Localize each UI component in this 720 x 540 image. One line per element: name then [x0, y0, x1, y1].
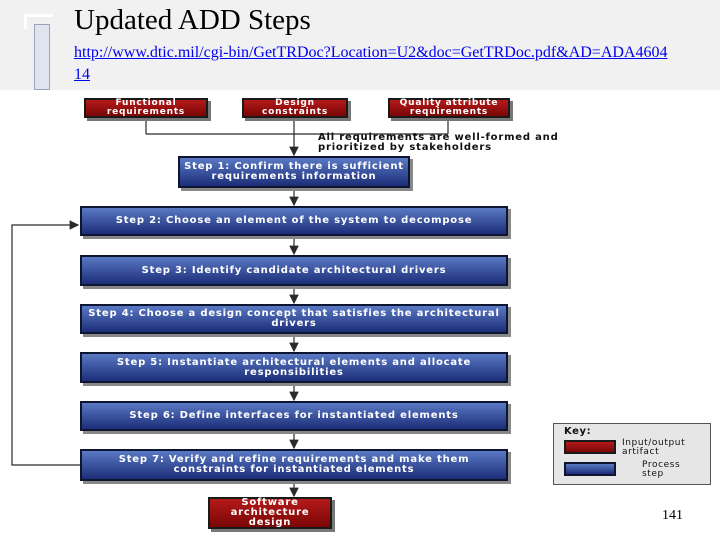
- step-5-box: Step 5: Instantiate architectural elemen…: [80, 352, 508, 383]
- header-band: [0, 0, 720, 90]
- key-step-label: Process step: [642, 460, 681, 479]
- slide-title: Updated ADD Steps: [74, 4, 311, 36]
- page-number: 141: [662, 508, 683, 523]
- legend-key: Key: Input/output artifact Process step: [553, 423, 711, 485]
- decorative-bar: [34, 24, 50, 90]
- step-2-box: Step 2: Choose an element of the system …: [80, 206, 508, 236]
- reference-link[interactable]: http://www.dtic.mil/cgi-bin/GetTRDoc?Loc…: [74, 44, 668, 83]
- input-design-constraints: Design constraints: [242, 98, 348, 118]
- step-6-box: Step 6: Define interfaces for instantiat…: [80, 401, 508, 431]
- requirements-note: All requirements are well-formed and pri…: [318, 132, 559, 153]
- output-software-architecture-design: Software architecture design: [208, 497, 332, 529]
- step-7-box: Step 7: Verify and refine requirements a…: [80, 449, 508, 481]
- key-title: Key:: [564, 426, 592, 437]
- decorative-corner: [24, 14, 53, 29]
- step-4-box: Step 4: Choose a design concept that sat…: [80, 304, 508, 334]
- input-quality-attribute-requirements: Quality attribute requirements: [388, 98, 510, 118]
- step-1-box: Step 1: Confirm there is sufficient requ…: [178, 156, 410, 188]
- input-functional-requirements: Functional requirements: [84, 98, 208, 118]
- key-artifact-swatch: [564, 440, 616, 454]
- step-3-box: Step 3: Identify candidate architectural…: [80, 255, 508, 286]
- loop-back-connector: [11, 220, 80, 466]
- key-step-swatch: [564, 462, 616, 476]
- key-artifact-label: Input/output artifact: [622, 438, 686, 457]
